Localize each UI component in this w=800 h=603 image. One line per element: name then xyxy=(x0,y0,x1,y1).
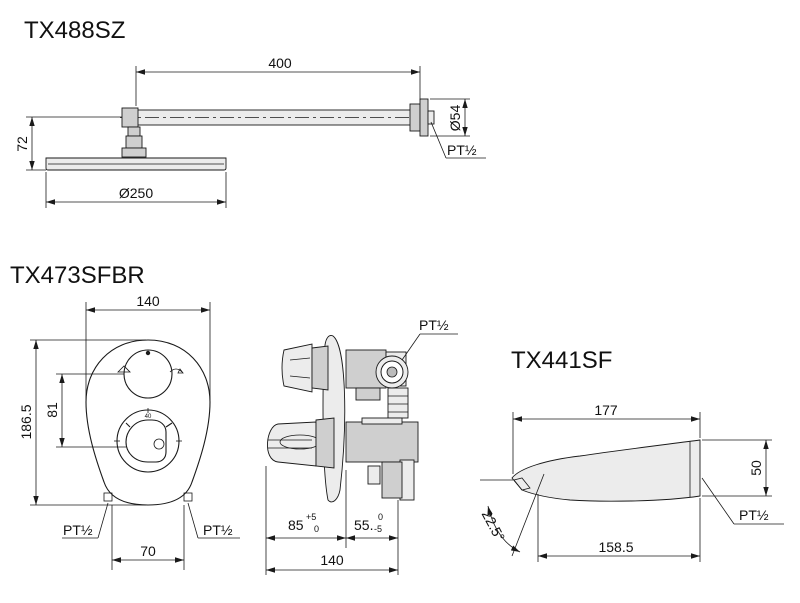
mixer-height-dim: 186.5 xyxy=(18,404,34,439)
spout-model-title: TX441SF xyxy=(511,347,612,374)
handle-spacing-dim: 81 xyxy=(44,402,60,418)
showerhead-plate xyxy=(45,157,227,171)
arm-length-dim: 400 xyxy=(268,55,292,71)
mixer-thread-left-label: PT½ xyxy=(63,522,93,538)
head-dia-dim: Ø250 xyxy=(119,185,153,201)
mixer-width-dim: 140 xyxy=(136,293,160,309)
spout-body xyxy=(511,439,701,502)
spout-height-dim: 50 xyxy=(748,460,764,476)
thermostat-temp-mark: 40 xyxy=(145,414,152,420)
thermostat-knob: 40 xyxy=(114,408,182,473)
depth-total-dim: 140 xyxy=(320,552,344,568)
depth-back-dim: 55. xyxy=(354,517,373,533)
mixer-thread-top-label: PT½ xyxy=(419,317,449,333)
flange-dia-dim: Ø54 xyxy=(447,105,463,132)
valve-body xyxy=(345,349,419,501)
mixer-faceplate xyxy=(85,339,211,506)
side-diverter-knob xyxy=(281,343,329,393)
spout-length-dim: 177 xyxy=(594,402,618,418)
mixer-side-drawing: PT½ 85 +5 0 55. 0 -5 140 xyxy=(265,317,458,575)
showerhead-drawing: TX488SZ 400 Ø54 xyxy=(14,17,486,208)
mixer-model-title: TX473SFBR xyxy=(10,262,145,289)
spout-thread-label: PT½ xyxy=(739,507,769,523)
spout-drawing: TX441SF 177 50 PT½ 158.5 22.5° xyxy=(479,347,784,562)
diverter-knob xyxy=(117,349,184,399)
showerhead-thread-label: PT½ xyxy=(447,142,477,158)
showerhead-height-dim: 72 xyxy=(14,136,30,152)
depth-front-dim: 85 xyxy=(288,517,304,533)
mixer-thread-right-label: PT½ xyxy=(203,522,233,538)
spout-angle-dim: 22.5° xyxy=(479,507,509,544)
showerhead-arm xyxy=(120,98,435,137)
mixer-front-drawing: TX473SFBR 40 140 xyxy=(10,262,240,570)
showerhead-model-title: TX488SZ xyxy=(24,17,125,44)
showerhead-ball-joint xyxy=(121,126,147,158)
depth-front-tol-lower: 0 xyxy=(314,524,319,534)
depth-front-tol-upper: +5 xyxy=(306,512,316,522)
spout-outlet-length-dim: 158.5 xyxy=(598,539,633,555)
inlet-spacing-dim: 70 xyxy=(140,543,156,559)
depth-back-tol-lower: -5 xyxy=(374,524,382,534)
depth-back-tol-upper: 0 xyxy=(378,512,383,522)
side-thermostat-handle xyxy=(267,417,335,469)
